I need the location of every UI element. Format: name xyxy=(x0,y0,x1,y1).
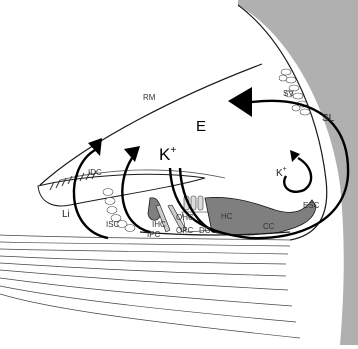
osseous-spiral-lamina xyxy=(0,235,300,338)
label-sv: SV xyxy=(283,89,294,98)
label-sl: SL xyxy=(322,113,335,124)
arrow-heads xyxy=(88,87,300,162)
k-ion-main: K+ xyxy=(159,145,176,164)
label-hc: HC xyxy=(221,212,233,221)
label-li: Li xyxy=(62,209,70,220)
k-ion-main-charge: + xyxy=(170,145,176,156)
arrowhead-small xyxy=(290,150,300,162)
spiral-ligament-bony-wall xyxy=(238,0,358,345)
label-ihc: IHC xyxy=(152,220,166,229)
k-ion-main-symbol: K xyxy=(159,145,171,164)
label-dc: DC xyxy=(199,226,211,235)
label-cc: CC xyxy=(263,222,275,231)
label-isc: ISC xyxy=(106,220,120,229)
label-ipc: IPC xyxy=(147,230,161,239)
arrowhead-large xyxy=(228,87,252,117)
label-rm: RM xyxy=(143,93,156,102)
k-ion-small-charge: + xyxy=(283,166,287,173)
label-ohc: OHC xyxy=(176,213,194,222)
label-idc: IDC xyxy=(88,168,102,177)
loop-arrow-small xyxy=(284,158,311,192)
label-opc: OPC xyxy=(176,226,194,235)
label-e: E xyxy=(196,118,206,135)
reissners-membrane xyxy=(40,64,262,185)
label-esc: ESC xyxy=(303,201,320,210)
